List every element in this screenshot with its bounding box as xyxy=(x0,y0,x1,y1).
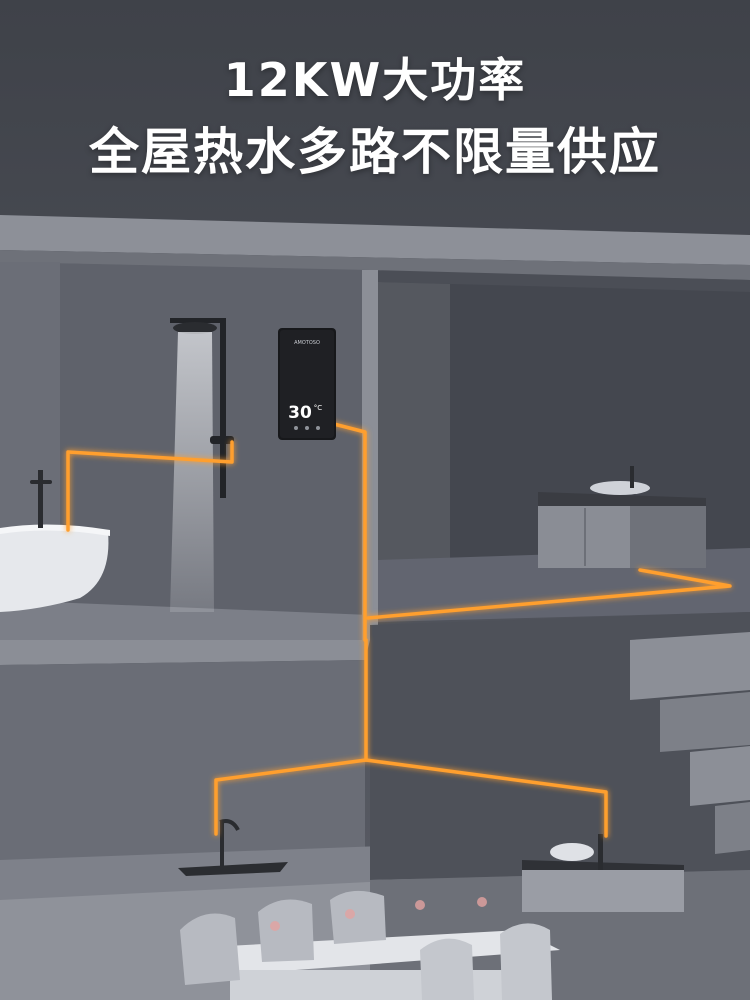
washroom-room xyxy=(370,270,750,622)
pipe-to-washroom xyxy=(366,568,732,620)
headline-supply: 全屋热水多路不限量供应 xyxy=(89,123,661,181)
lower-right-room xyxy=(370,612,750,1000)
headline-power: 12KW大功率 xyxy=(223,53,527,107)
water-heater: AMOTOSO 30 °C xyxy=(278,328,336,440)
wash-basin xyxy=(522,834,684,912)
heater-button-power[interactable] xyxy=(305,426,309,430)
vanity-cabinet xyxy=(538,466,706,568)
kitchen-sink xyxy=(178,819,288,876)
bathtub xyxy=(0,470,110,612)
dining-set xyxy=(180,890,560,1000)
heater-temperature: 30 xyxy=(288,403,312,423)
hot-water-pipes xyxy=(66,420,732,838)
heater-temp-unit: °C xyxy=(314,404,323,412)
pipe-to-kitchen xyxy=(214,758,368,836)
ceiling-slab xyxy=(0,215,750,280)
pipe-heater-to-wall xyxy=(324,420,367,642)
heater-button-plus[interactable] xyxy=(316,426,320,430)
pipe-to-shower-tub xyxy=(66,440,234,532)
heater-button-minus[interactable] xyxy=(294,426,298,430)
pipe-to-basin xyxy=(364,758,608,838)
heater-brand-label: AMOTOSO xyxy=(294,340,320,346)
shower xyxy=(170,318,234,612)
